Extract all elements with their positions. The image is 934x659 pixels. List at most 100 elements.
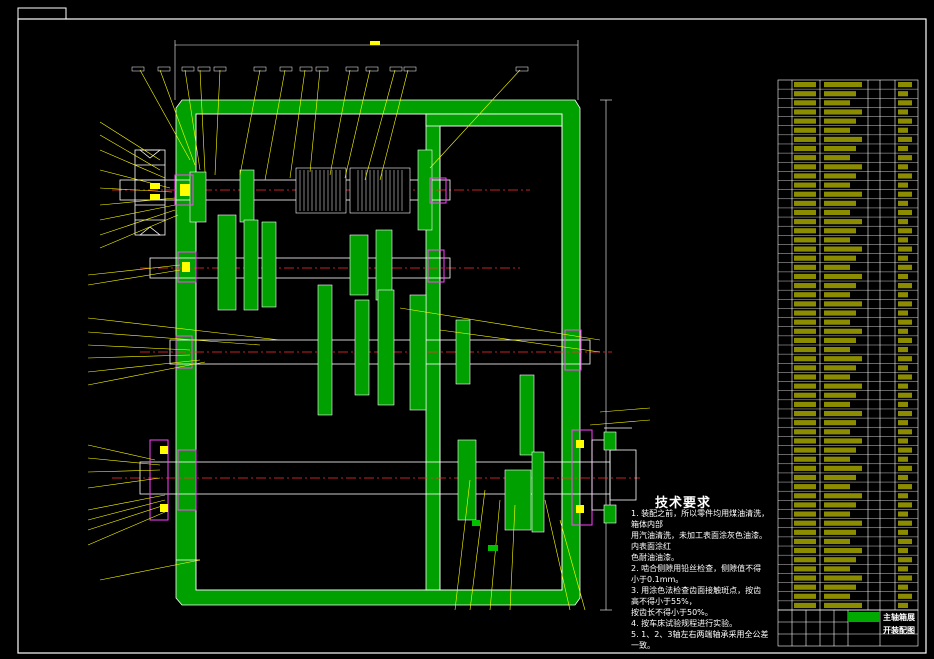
technical-requirements-list: 1. 装配之前，所以零件均用煤油清洗， 箱体内部 用汽油清洗，未加工表面涂灰色油…	[631, 508, 781, 651]
parts-list-cell	[898, 155, 912, 161]
parts-list-cell	[824, 356, 862, 362]
parts-list-cell	[794, 91, 816, 97]
parts-list-cell	[824, 566, 850, 572]
parts-list-cell	[794, 474, 816, 481]
parts-list-cell	[824, 410, 862, 417]
parts-list-cell	[898, 557, 912, 563]
parts-list-cell	[898, 91, 908, 97]
parts-list-cell	[824, 548, 862, 554]
parts-list-cell	[824, 456, 850, 462]
parts-list-cell	[794, 383, 816, 389]
title-block-logo-cell	[848, 612, 880, 622]
parts-list-cell	[898, 173, 912, 179]
tech-req-line: 一致。	[631, 641, 655, 650]
title-block	[777, 609, 919, 647]
parts-list-cell	[794, 420, 816, 426]
parts-list-cell	[794, 456, 816, 462]
parts-list-cell	[824, 319, 850, 325]
parts-list-cell	[794, 429, 816, 435]
parts-list-cell	[794, 575, 816, 581]
parts-list-cell	[824, 584, 856, 590]
parts-list-cell	[794, 173, 816, 179]
parts-list-cell	[794, 246, 816, 252]
parts-list-cell	[898, 511, 908, 517]
parts-list-cell	[794, 593, 816, 599]
parts-list-cell	[794, 520, 816, 526]
parts-list-cell	[898, 593, 912, 599]
parts-list-cell	[794, 155, 816, 161]
parts-list-cell	[794, 337, 816, 343]
parts-list-cell	[824, 200, 856, 206]
parts-list-cell	[794, 136, 816, 142]
tech-req-line: 4. 按车床试验规程进行实验。	[631, 619, 738, 628]
drawing-name: 主轴箱展	[883, 613, 915, 622]
parts-list-cell	[824, 219, 862, 225]
parts-list-cell	[824, 365, 856, 371]
parts-list-cell	[898, 145, 908, 152]
parts-list-cell	[898, 310, 908, 316]
bearings	[149, 174, 593, 526]
leader-lines-left	[87, 69, 521, 581]
parts-list-cell	[824, 228, 856, 234]
parts-list-cell	[824, 337, 856, 343]
parts-list-cell	[794, 237, 816, 243]
parts-list-cell	[794, 219, 816, 225]
parts-list-cell	[824, 118, 856, 124]
parts-list-cell	[898, 255, 908, 261]
parts-list-cell	[794, 392, 816, 398]
parts-list-cell	[898, 529, 908, 535]
parts-list-cell	[794, 328, 816, 334]
parts-list-cell	[898, 456, 908, 462]
spindle-nose	[591, 427, 637, 511]
tech-req-line: 3. 用涂色法检查齿面接触斑点，按齿	[631, 586, 762, 595]
technical-requirements-title: 技术要求	[655, 496, 712, 511]
parts-list-cell	[824, 273, 862, 280]
parts-list-cells	[794, 82, 912, 608]
parts-list-cell	[898, 283, 912, 289]
parts-list-cell	[898, 566, 908, 572]
parts-list-cell	[794, 145, 816, 152]
parts-list-cell	[794, 209, 816, 216]
tech-req-line: 箱体内部	[631, 520, 663, 529]
parts-list-cell	[794, 502, 816, 508]
parts-list-cell	[824, 136, 862, 142]
leader-tags	[131, 66, 529, 72]
parts-list-cell	[794, 557, 816, 563]
parts-list-cell	[898, 502, 912, 508]
parts-list-cell	[824, 109, 862, 115]
parts-list-cell	[824, 374, 850, 380]
parts-list-cell	[794, 273, 816, 280]
parts-list-cell	[794, 365, 816, 371]
parts-list-cell	[898, 301, 912, 307]
parts-list-cell	[824, 310, 856, 316]
parts-list-cell	[898, 109, 908, 115]
parts-list-cell	[824, 145, 856, 152]
parts-list-cell	[898, 474, 908, 481]
gears	[189, 149, 545, 533]
parts-list-cell	[898, 228, 912, 234]
parts-list-cell	[794, 410, 816, 417]
spindle-flange	[603, 431, 617, 524]
parts-list-cell	[898, 584, 908, 590]
parts-list-cell	[898, 337, 912, 343]
parts-list-cell	[824, 447, 856, 453]
tech-req-line: 内表面涂红	[631, 542, 671, 551]
parts-list-cell	[824, 474, 856, 481]
tech-req-line: 5. 1、2、3轴左右两端轴承采用全公差	[631, 630, 769, 639]
parts-list-cell	[898, 392, 912, 398]
parts-list-cell	[824, 557, 856, 563]
parts-list-cell	[794, 164, 816, 170]
parts-list-cell	[898, 328, 908, 334]
parts-list-cell	[794, 566, 816, 572]
parts-list-cell	[794, 529, 816, 535]
parts-list-cell	[898, 374, 912, 380]
parts-list-cell	[824, 493, 862, 499]
parts-list-cell	[824, 264, 850, 270]
parts-list-cell	[824, 383, 862, 389]
parts-list-cell	[898, 401, 908, 407]
parts-list-cell	[794, 264, 816, 270]
parts-list-cell	[794, 255, 816, 261]
drawing-subtitle: 开装配图	[883, 626, 915, 635]
parts-list-cell	[898, 465, 912, 471]
